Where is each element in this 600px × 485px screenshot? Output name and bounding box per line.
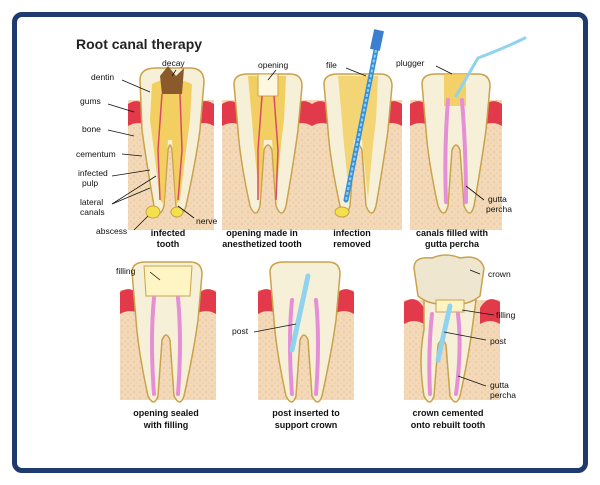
- label-nerve: nerve: [196, 216, 218, 226]
- label-infected: infected: [78, 168, 108, 178]
- crown: [413, 254, 485, 306]
- file-handle: [370, 29, 384, 51]
- diagram-title: Root canal therapy: [76, 36, 203, 52]
- abscess: [145, 205, 161, 219]
- infected-canal-right: [177, 93, 183, 201]
- label-gutta-1: gutta: [488, 194, 507, 204]
- decay: [160, 66, 184, 94]
- pulp-chamber: [444, 74, 466, 106]
- filling: [143, 265, 193, 297]
- label-lateral: lateral: [80, 197, 103, 207]
- panel-opening-sealed: [120, 261, 216, 403]
- post: [435, 303, 453, 363]
- panel-post-inserted: [258, 261, 354, 403]
- label-percha-1: percha: [486, 204, 512, 214]
- caption-1-line-2: tooth: [157, 239, 180, 249]
- label-file: file: [326, 60, 337, 70]
- label-opening: opening: [258, 60, 289, 70]
- panel-crown-cemented: [404, 254, 500, 403]
- label-filling-1: filling: [116, 266, 136, 276]
- gutta-percha-right: [454, 312, 462, 396]
- gum-right: [334, 289, 354, 314]
- gutta-percha-left: [150, 296, 156, 396]
- label-bone: bone: [82, 124, 101, 134]
- post: [289, 273, 311, 353]
- tooth-outline: [421, 73, 491, 214]
- caption-5-line-2: with filling: [143, 420, 189, 430]
- gutta-percha-right: [314, 298, 320, 396]
- gutta-percha-right: [176, 296, 182, 396]
- file-thread: [345, 39, 379, 201]
- abscess: [334, 206, 350, 218]
- abscess-2: [170, 206, 184, 218]
- caption-7-line-2: onto rebuilt tooth: [411, 420, 485, 430]
- label-post-1: post: [232, 326, 249, 336]
- label-post-2: post: [490, 336, 507, 346]
- caption-2-line-1: opening made in: [226, 228, 298, 238]
- caption-3-line-2: removed: [333, 239, 371, 249]
- plugger-instrument: [454, 36, 527, 98]
- caption-1-line-1: infected: [151, 228, 186, 238]
- gutta-percha-left: [443, 98, 450, 204]
- label-percha-2: percha: [490, 390, 516, 400]
- label-crown: crown: [488, 269, 511, 279]
- caption-4-line-1: canals filled with: [416, 228, 488, 238]
- label-abscess: abscess: [96, 226, 127, 236]
- panel-canals-filled: [410, 36, 527, 230]
- tooth-outline: [269, 261, 341, 403]
- canal-left: [257, 95, 263, 200]
- canal-right: [273, 95, 279, 201]
- label-canals: canals: [80, 207, 105, 217]
- gum-right: [480, 299, 500, 324]
- caption-2-line-2: anesthetized tooth: [222, 239, 302, 249]
- tooth-outline: [131, 261, 203, 403]
- gum-left: [404, 299, 424, 324]
- panel-infected-tooth: [128, 66, 214, 230]
- leader-lines: [107, 65, 495, 387]
- opening: [257, 73, 279, 97]
- panel-infection-removed: [312, 29, 402, 230]
- label-gutta-2: gutta: [490, 380, 509, 390]
- gutta-percha-left: [288, 298, 294, 396]
- label-plugger: plugger: [396, 58, 425, 68]
- caption-7-line-1: crown cemented: [412, 408, 483, 418]
- gutta-percha-right: [460, 98, 468, 204]
- caption-4-line-2: gutta percha: [425, 239, 480, 249]
- caption-3-line-1: infection: [333, 228, 371, 238]
- label-decay: decay: [162, 58, 185, 68]
- label-gums: gums: [80, 96, 101, 106]
- label-filling-2: filling: [496, 310, 516, 320]
- label-dentin: dentin: [91, 72, 114, 82]
- panel-opening-made: [222, 73, 312, 230]
- caption-5-line-1: opening sealed: [133, 408, 199, 418]
- caption-6-line-1: post inserted to: [272, 408, 340, 418]
- caption-6-line-2: support crown: [275, 420, 338, 430]
- gutta-percha-left: [427, 312, 434, 396]
- infected-canal-left: [157, 93, 163, 201]
- label-pulp: pulp: [82, 178, 98, 188]
- gum-right: [196, 289, 216, 314]
- label-cementum: cementum: [76, 149, 116, 159]
